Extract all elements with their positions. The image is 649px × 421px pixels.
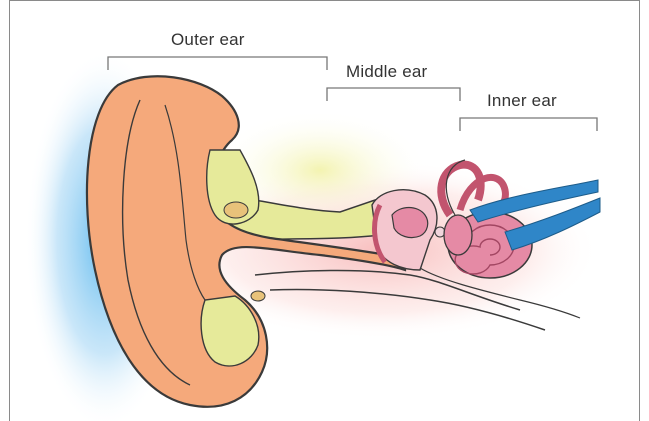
- vestibule: [444, 215, 472, 255]
- concha-spot-2: [251, 291, 265, 301]
- ossicles: [392, 208, 428, 238]
- inner-ear-bracket: [460, 118, 597, 131]
- outer-ear-bracket: [108, 57, 327, 70]
- middle-ear-bracket: [327, 88, 460, 101]
- concha-spot-1: [224, 202, 248, 218]
- outer-ear-label: Outer ear: [171, 30, 245, 50]
- middle-ear-label: Middle ear: [346, 62, 427, 82]
- inner-ear-label: Inner ear: [487, 91, 557, 111]
